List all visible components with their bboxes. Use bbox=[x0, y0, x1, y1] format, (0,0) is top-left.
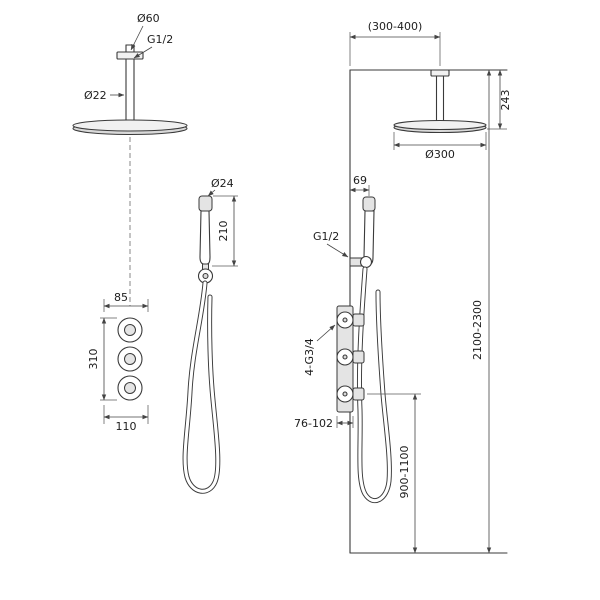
leader-valve-connections bbox=[316, 324, 336, 342]
hand-shower-handle bbox=[199, 210, 211, 265]
knob-stem-bottom bbox=[352, 387, 365, 401]
valve-port-bottom-center bbox=[342, 391, 348, 397]
dim-valve-width: 110 bbox=[116, 420, 137, 433]
dim-total-height: 2100-2300 bbox=[471, 300, 484, 360]
dim-head-diameter-group: Ø300 bbox=[393, 132, 487, 161]
hand-shower-head bbox=[198, 195, 213, 212]
dim-85-group: 85 bbox=[103, 291, 149, 312]
dim-wall-thread: G1/2 bbox=[313, 230, 339, 243]
hand-shower-head-side bbox=[362, 196, 376, 212]
leader-thread bbox=[133, 46, 153, 59]
dim-recess-depth-group: 76-102 bbox=[294, 416, 354, 430]
valve-port-top-center bbox=[342, 317, 348, 323]
dim-310-group: 310 bbox=[87, 317, 117, 401]
rain-shower-head-side bbox=[393, 119, 487, 134]
knob-stem-middle bbox=[352, 350, 365, 364]
leader-handshower bbox=[207, 189, 216, 197]
hand-shower-hose bbox=[182, 280, 221, 494]
dim-210-group: 210 bbox=[212, 195, 238, 267]
side-view: (300-400) 243 Ø300 bbox=[294, 20, 512, 554]
leader-flange bbox=[130, 25, 144, 51]
dim-total-height-group: 2100-2300 bbox=[471, 69, 492, 554]
valve-knobs bbox=[117, 317, 143, 401]
leader-wall-thread bbox=[326, 243, 349, 258]
dim-arm-drop: 243 bbox=[499, 90, 512, 111]
hand-shower-hose-side bbox=[356, 266, 392, 504]
ceiling-arm-side bbox=[430, 69, 450, 122]
ceiling-flange-side bbox=[430, 69, 450, 77]
dim-handshower-length: 210 bbox=[217, 221, 230, 242]
concealed-valve bbox=[336, 305, 365, 413]
hand-shower bbox=[197, 195, 214, 284]
dim-valve-span: 310 bbox=[87, 349, 100, 370]
dim-valve-connections: 4-G3/4 bbox=[303, 338, 316, 376]
dim-ceiling-thread: G1/2 bbox=[147, 33, 173, 46]
dim-ceiling-range-group: (300-400) bbox=[349, 20, 441, 66]
dim-arm-diameter: Ø22 bbox=[84, 89, 107, 102]
dim-handshower-offset: 69 bbox=[353, 174, 367, 187]
dim-valve-offset: 85 bbox=[114, 291, 128, 304]
wall-bracket-side bbox=[359, 255, 373, 269]
knob-bottom-center bbox=[124, 382, 136, 394]
dim-valve-height-group: 900-1100 bbox=[367, 393, 421, 554]
knob-stem-top bbox=[352, 313, 365, 327]
wall-bracket-center bbox=[202, 272, 209, 280]
dim-head-diameter: Ø300 bbox=[425, 148, 455, 161]
ceiling-flange bbox=[116, 51, 144, 60]
dim-handshower-diameter: Ø24 bbox=[211, 177, 234, 190]
dim-valve-height: 900-1100 bbox=[398, 446, 411, 499]
ceiling-connection bbox=[116, 44, 144, 60]
rain-shower-head bbox=[72, 119, 188, 136]
knob-top-center bbox=[124, 324, 136, 336]
valve-port-middle-center bbox=[342, 354, 348, 360]
dim-110-group: 110 bbox=[103, 405, 149, 433]
front-view: Ø60 G1/2 Ø22 Ø24 bbox=[72, 12, 238, 494]
knob-middle-center bbox=[124, 353, 136, 365]
dim-243-group: 243 bbox=[487, 69, 512, 130]
dim-recess-depth: 76-102 bbox=[294, 417, 333, 430]
dim-69-group: 69 bbox=[349, 174, 370, 196]
shower-arm bbox=[125, 58, 135, 122]
dim-ceiling-arm-range: (300-400) bbox=[368, 20, 423, 33]
hand-shower-side bbox=[349, 196, 376, 269]
dim-flange-diameter: Ø60 bbox=[137, 12, 160, 25]
